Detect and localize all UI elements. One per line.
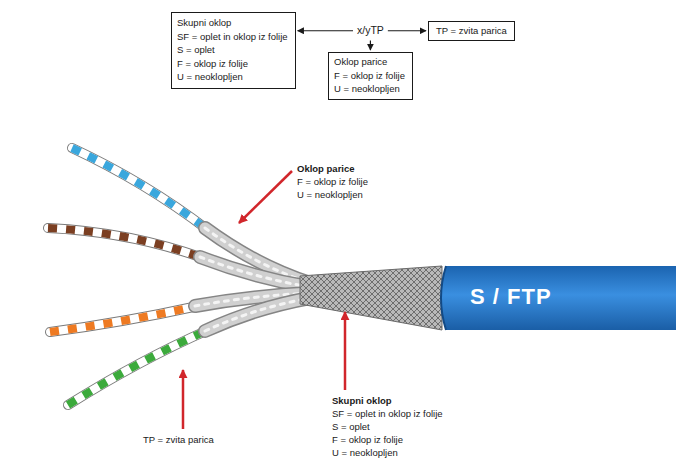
node-heading: Skupni oklop	[177, 16, 288, 30]
callout-heading: Skupni oklop	[332, 394, 392, 407]
node-text: U = neoklopljen	[334, 82, 405, 96]
twisted-pair-blue	[72, 148, 208, 230]
legend-box: Skupni oklopSF = oplet in oklop iz folij…	[171, 12, 296, 89]
callout-text: TP = zvita parica	[143, 433, 214, 446]
node-heading: TP = zvita parica	[436, 24, 507, 38]
callout-heading: Oklop parice	[297, 162, 355, 175]
cable-type-label: S / FTP	[470, 284, 552, 310]
node-text: U = neoklopljen	[177, 70, 288, 84]
cable-jacket	[441, 266, 676, 330]
callout-text: U = neoklopljen	[332, 446, 398, 459]
callout-text: F = oklop iz folije	[332, 433, 403, 446]
jacket-edge	[441, 266, 446, 330]
callout-text: S = oplet	[332, 420, 370, 433]
node-text: F = oklop iz folije	[334, 69, 405, 83]
twisted-pair-green	[68, 330, 208, 405]
node-text: F = oklop iz folije	[177, 57, 288, 71]
callout-text: SF = oplet in oklop iz folije	[332, 407, 443, 420]
notation-node: x/yTP	[355, 23, 386, 39]
node-heading: x/yTP	[357, 24, 384, 38]
definition-box: TP = zvita parica	[428, 21, 515, 41]
callout-text: F = oklop iz folije	[297, 175, 368, 188]
node-heading: Oklop parice	[334, 55, 405, 69]
connector-arrow	[388, 30, 426, 31]
leader-arrow	[183, 171, 345, 429]
pair-foil-shield	[195, 228, 310, 331]
twisted-pair-brown	[48, 228, 203, 258]
node-text: S = oplet	[177, 43, 288, 57]
braid-shield	[300, 266, 442, 330]
connector-arrow	[370, 41, 371, 51]
node-text: SF = oplet in oklop iz folije	[177, 30, 288, 44]
twisted-pair-orange	[50, 306, 198, 332]
legend-box: Oklop pariceF = oklop iz folijeU = neokl…	[328, 52, 413, 100]
callout-text: U = neoklopljen	[297, 188, 363, 201]
connector-arrow	[298, 30, 353, 31]
